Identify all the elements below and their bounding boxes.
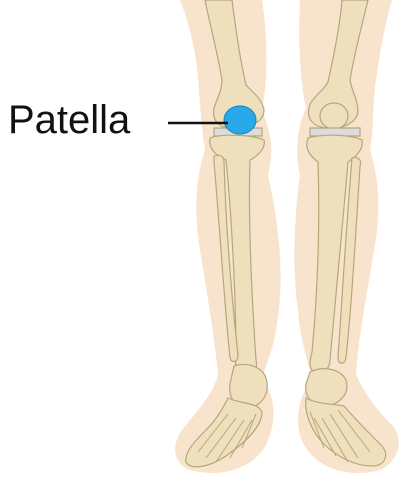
skin-outline — [175, 0, 398, 473]
right-patella — [320, 103, 348, 129]
patella-label: Patella — [8, 96, 130, 144]
patella-highlight — [224, 106, 256, 134]
